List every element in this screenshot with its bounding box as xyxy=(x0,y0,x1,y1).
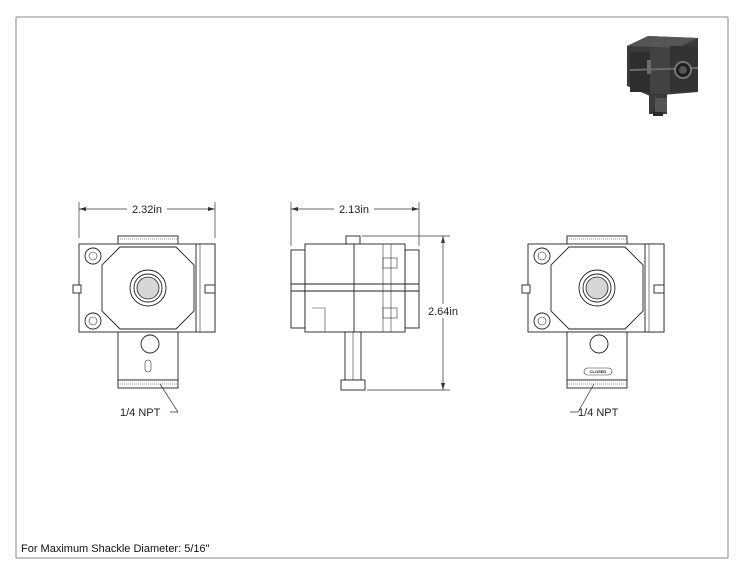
sheet-border xyxy=(15,16,729,559)
side-height-label: 2.64in xyxy=(428,306,458,318)
front-view-right xyxy=(521,235,665,389)
right-port-callout: 1/4 NPT xyxy=(578,407,619,419)
left-port-callout: 1/4 NPT xyxy=(120,407,161,419)
leader-left-port xyxy=(159,383,179,413)
dimension-side-width xyxy=(290,202,420,246)
side-width-label: 2.13in xyxy=(339,204,369,216)
dimension-side-height xyxy=(362,235,462,391)
front-view-left xyxy=(72,235,216,389)
side-view xyxy=(290,235,420,391)
closed-marking: CLOSED xyxy=(590,369,607,374)
isometric-render xyxy=(627,36,699,116)
footer-note: For Maximum Shackle Diameter: 5/16" xyxy=(21,543,210,555)
dimension-front-width xyxy=(78,202,216,238)
front-width-label: 2.32in xyxy=(132,204,162,216)
leader-right-port xyxy=(570,383,595,413)
